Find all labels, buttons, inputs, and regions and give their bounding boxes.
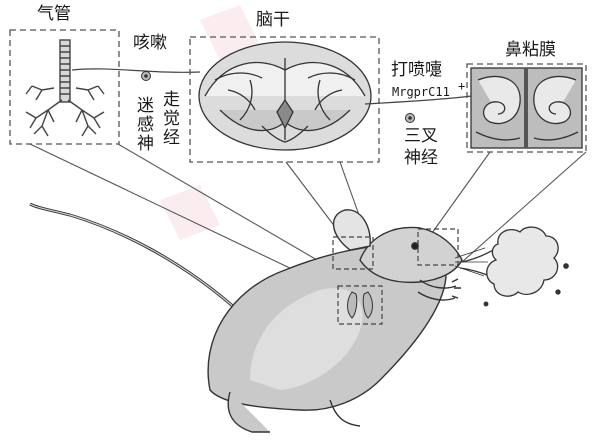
trigeminal-label-line1: 三叉: [404, 128, 438, 145]
brainstem-label: 脑干: [256, 12, 290, 29]
trachea-lungs-illustration: [26, 40, 104, 136]
ganglion-icon: [406, 114, 415, 123]
trachea-label: 气管: [37, 6, 71, 23]
mouse-illustration: [30, 204, 488, 432]
receptor-sign: +: [458, 80, 465, 92]
sneeze-cloud-illustration: [460, 227, 568, 306]
nasal-mucosa-label: 鼻粘膜: [505, 42, 556, 59]
vagus-nerve-line: [72, 69, 200, 72]
brainstem-section-illustration: [199, 42, 371, 150]
sneeze-label: 打喷嚏: [391, 62, 442, 79]
ganglion-icon: [142, 72, 151, 81]
nasal-mucosa-section-illustration: [471, 68, 582, 148]
receptor-label: MrgprC11: [392, 86, 450, 98]
cough-label: 咳嗽: [133, 35, 167, 52]
trigeminal-label-line2: 神经: [404, 150, 438, 167]
vagus-sensory-label-col2: 走觉经: [160, 90, 177, 147]
vagus-sensory-label-col1: 迷感神: [134, 96, 151, 153]
